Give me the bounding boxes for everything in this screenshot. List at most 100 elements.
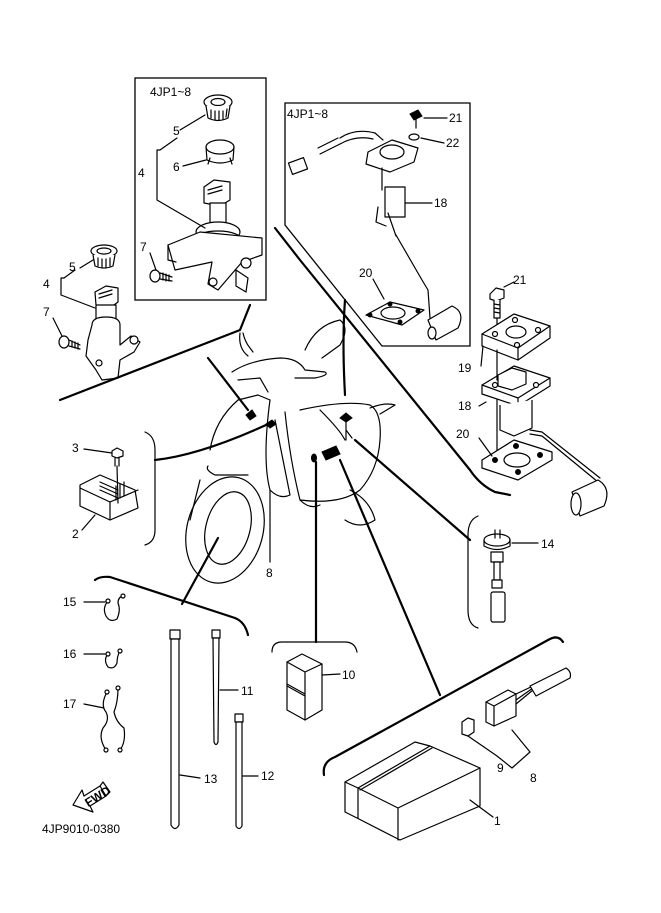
- main-switch-cap-part[interactable]: [203, 94, 233, 122]
- leader-6: [182, 159, 207, 167]
- gasket-part[interactable]: [481, 439, 553, 481]
- fuel-sender-unit-part[interactable]: [287, 130, 462, 341]
- screw-part[interactable]: [58, 335, 81, 350]
- callout-4: 4: [43, 277, 50, 291]
- thermo-unit-part[interactable]: [483, 529, 511, 623]
- leader-4-bracket: [156, 149, 206, 229]
- fwd-label: FWD: [82, 783, 113, 810]
- callout-8: 8: [530, 771, 537, 785]
- leader-fuel-to-scooter: [342, 298, 347, 397]
- rectifier-regulator-part[interactable]: [79, 474, 139, 521]
- main-switch-body-part[interactable]: [167, 179, 263, 293]
- leader-19: [480, 345, 484, 367]
- band-11-part[interactable]: [211, 629, 221, 746]
- fuse-part[interactable]: [461, 717, 475, 737]
- fuel-sender-inset: 4JP1~8: [284, 102, 471, 347]
- callout-3: 3: [72, 441, 79, 455]
- fwd-arrow-icon: FWD: [72, 781, 113, 813]
- fuel-group-bracket: [273, 226, 512, 497]
- bolt-part[interactable]: [489, 287, 505, 336]
- leader-to-scooter: [180, 536, 220, 606]
- inset-frame: [284, 102, 471, 347]
- leader-10: [321, 673, 341, 676]
- callout-6: 6: [173, 160, 180, 174]
- callout-18: 18: [434, 196, 448, 210]
- leader-to-scooter: [206, 356, 250, 412]
- harness-marker: [265, 419, 277, 429]
- main-switch-inset: 4JP1~8: [134, 77, 267, 301]
- relay-part[interactable]: [286, 653, 323, 721]
- clamp-17-part[interactable]: [100, 685, 126, 753]
- leader-17: [83, 703, 105, 709]
- clamp-15-part[interactable]: [103, 593, 126, 622]
- callout-9: 9: [497, 761, 504, 775]
- leader-20: [478, 437, 493, 457]
- callout-16: 16: [63, 647, 77, 661]
- callout-21: 21: [513, 273, 527, 287]
- clamp-16-part[interactable]: [104, 648, 123, 669]
- leader-1: [469, 799, 494, 818]
- callout-20: 20: [456, 427, 470, 441]
- callout-11: 11: [241, 684, 254, 698]
- fuel-sender-unit-part[interactable]: [481, 349, 608, 517]
- band-13-part[interactable]: [169, 629, 181, 830]
- rectifier-group: 3 2: [72, 423, 268, 546]
- callout-18: 18: [458, 399, 472, 413]
- ignitor-unit-part[interactable]: [344, 741, 481, 841]
- plate-part[interactable]: [481, 313, 551, 361]
- callout-19: 19: [458, 361, 472, 375]
- leader-21: [503, 281, 515, 288]
- connector-assembly-part[interactable]: [485, 667, 572, 727]
- inset-variant-label: 4JP1~8: [287, 107, 328, 121]
- leader-thermo-to-scooter: [353, 438, 472, 542]
- callout-7: 7: [43, 305, 50, 319]
- band-12-part[interactable]: [234, 713, 244, 830]
- relay-location-marker: [321, 445, 341, 461]
- callout-4: 4: [138, 166, 145, 180]
- leader-9-8: [467, 729, 531, 769]
- main-switch-body-part[interactable]: [85, 285, 141, 381]
- clip-ring-part[interactable]: [205, 139, 235, 165]
- callout-5: 5: [69, 260, 76, 274]
- gasket-part[interactable]: [365, 301, 425, 326]
- callout-15: 15: [63, 595, 77, 609]
- scooter-outline: [185, 319, 396, 584]
- leader-2: [81, 514, 96, 531]
- leader-3: [83, 448, 113, 454]
- leader-13: [179, 774, 201, 779]
- bolt-part[interactable]: [111, 447, 124, 504]
- washer-part[interactable]: [408, 133, 420, 141]
- fuel-sender-location-marker: [339, 412, 353, 423]
- group-bracket: [93, 575, 250, 637]
- diagram-code: 4JP9010-0380: [42, 822, 120, 836]
- callout-22: 22: [446, 136, 460, 150]
- group-bracket: [144, 431, 156, 546]
- bands-clamps-group: 15 16 17 13 11 12: [63, 536, 275, 830]
- leader-18: [478, 401, 487, 407]
- callout-12: 12: [261, 769, 275, 783]
- leader-4-bracket: [60, 277, 96, 309]
- leader-to-scooter: [153, 423, 268, 462]
- callout-8: 8: [266, 566, 273, 580]
- screw-part[interactable]: [149, 269, 173, 283]
- group-bracket: [58, 303, 252, 402]
- group-bracket: [322, 636, 565, 777]
- leader-22: [420, 137, 445, 144]
- leader-20: [372, 278, 385, 300]
- callout-21: 21: [449, 111, 463, 125]
- callout-13: 13: [204, 772, 218, 786]
- thermo-unit-group: 14: [467, 515, 555, 629]
- callout-14: 14: [541, 537, 555, 551]
- group-bracket: [467, 515, 479, 629]
- callout-20: 20: [359, 266, 373, 280]
- fuse-location-marker: [311, 453, 317, 463]
- relay-group: 10: [271, 460, 358, 721]
- inset-variant-label: 4JP1~8: [150, 85, 191, 99]
- leader-to-scooter: [338, 458, 442, 697]
- inset-frame: [134, 77, 267, 301]
- leader-7: [52, 317, 63, 337]
- bolt-part[interactable]: [409, 109, 423, 129]
- main-switch-cap-part[interactable]: [90, 244, 118, 269]
- callout-5: 5: [173, 124, 180, 138]
